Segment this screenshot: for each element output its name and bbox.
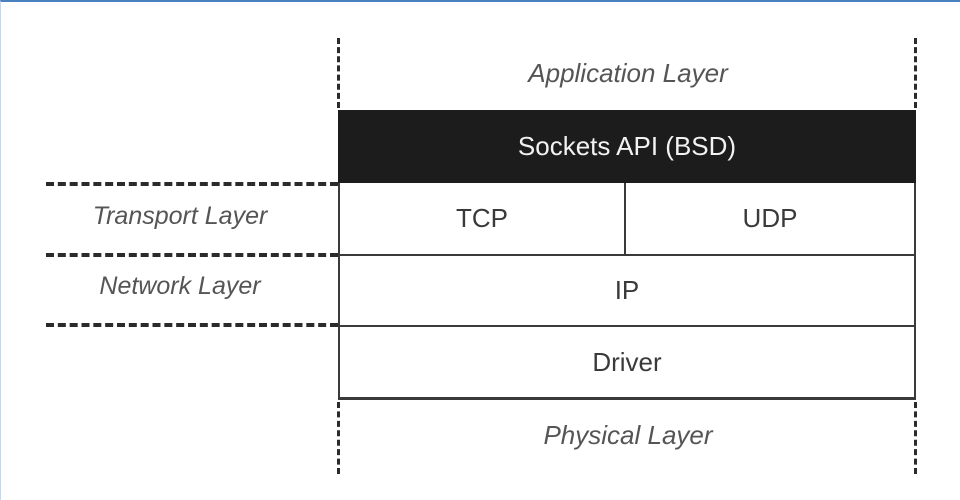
transport-top-dashed-line (46, 182, 338, 186)
tcp-label: TCP (456, 203, 508, 233)
ip-box: IP (338, 254, 916, 327)
application-layer-label: Application Layer (528, 58, 728, 88)
transport-layer-label: Transport Layer (92, 202, 268, 230)
top-right-dashed-boundary (914, 38, 917, 108)
ip-label: IP (614, 275, 640, 305)
physical-layer-label: Physical Layer (543, 420, 713, 450)
driver-box: Driver (338, 325, 916, 399)
bottom-right-dashed-boundary (914, 402, 917, 474)
bottom-left-dashed-boundary (337, 402, 340, 474)
top-left-dashed-boundary (337, 38, 340, 108)
sockets-api-box: Sockets API (BSD) (338, 110, 916, 183)
network-bottom-dashed-line (46, 323, 338, 327)
transport-network-dashed-line (46, 253, 338, 257)
tcp-box: TCP (338, 183, 626, 256)
network-layer-label: Network Layer (99, 272, 261, 300)
physical-boundary-line (338, 398, 916, 400)
driver-label: Driver (592, 346, 662, 377)
udp-label: UDP (742, 203, 798, 233)
udp-box: UDP (624, 183, 916, 256)
sockets-api-label: Sockets API (BSD) (517, 131, 737, 161)
